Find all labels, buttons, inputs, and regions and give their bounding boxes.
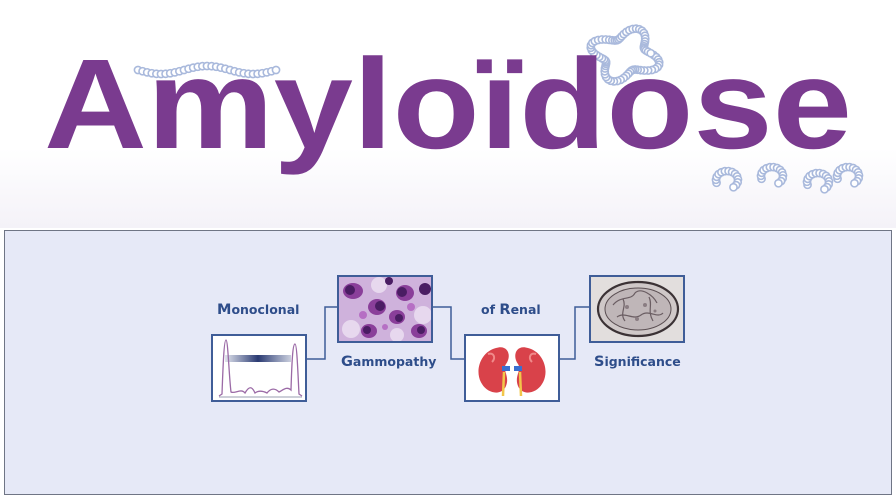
kidneys-icon xyxy=(478,347,546,397)
header-banner: Amyloïdose xyxy=(0,0,896,228)
word-significance: Significance xyxy=(594,354,681,370)
word-gammopathy: Gammopathy xyxy=(341,354,437,370)
word-of-renal: of Renal xyxy=(481,302,541,318)
glomerulus-biopsy-icon xyxy=(591,277,683,341)
electrophoresis-box xyxy=(211,334,307,402)
kidneys-box xyxy=(464,334,560,402)
logo: Amyloïdose xyxy=(44,24,864,194)
mgrs-diagram-panel: Monoclonal Gammopathy of Renal Significa… xyxy=(4,230,892,495)
connector-lines xyxy=(307,306,589,360)
logo-title: Amyloïdose xyxy=(44,33,852,176)
plasma-cells-box xyxy=(337,275,433,343)
word-monoclonal: Monoclonal xyxy=(217,302,300,318)
glomerulus-box xyxy=(589,275,685,343)
plasma-cells-micrograph-icon xyxy=(339,277,431,341)
protein-chain-beads-icon xyxy=(133,24,864,194)
electrophoresis-graph-icon xyxy=(218,339,303,398)
